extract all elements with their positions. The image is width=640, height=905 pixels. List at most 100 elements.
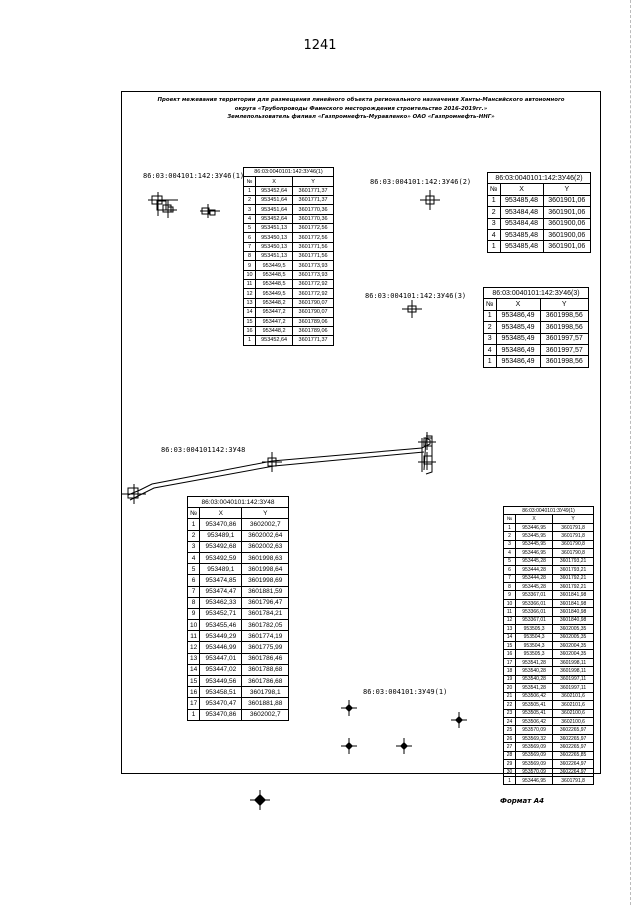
point-number: 6 (186, 574, 201, 587)
coord-y: 3601841,98 (552, 590, 594, 600)
coord-x: 953446,95 (514, 775, 554, 786)
coord-y: 3602101,6 (552, 691, 594, 702)
coord-y: 3601792,21 (552, 581, 594, 592)
coord-y: 3601793,21 (552, 565, 594, 575)
table-title: 86:03:0040101:ЗУ49(1) (503, 505, 594, 516)
point-number: 3 (243, 204, 256, 215)
header-line-1: Проект межевания территории для размещен… (157, 97, 565, 103)
point-number: 15 (503, 640, 516, 651)
point-number: 5 (186, 563, 201, 576)
coord-x: 953485,48 (499, 228, 544, 242)
fold-line (630, 0, 632, 905)
column-header: № (487, 183, 501, 196)
coord-y: 3601998,56 (539, 355, 589, 368)
coord-x: 953452,64 (254, 185, 294, 197)
point-number: 8 (503, 581, 516, 592)
coord-y: 3601772,92 (292, 279, 334, 290)
coord-y: 3601770,36 (292, 204, 334, 215)
point-number: 9 (243, 260, 256, 271)
point-number: 24 (503, 716, 516, 727)
coord-y: 3601790,07 (292, 307, 334, 318)
coord-x: 953448,5 (254, 269, 294, 281)
coord-y: 3601772,56 (292, 223, 334, 234)
point-number: 10 (186, 619, 201, 632)
coord-y: 3601901,06 (542, 206, 592, 219)
coord-y: 3601901,06 (542, 194, 592, 208)
coord-x: 953366,01 (514, 607, 554, 617)
point-number: 5 (243, 223, 256, 234)
coord-y: 3601998,69 (241, 574, 289, 587)
point-number: 23 (503, 708, 516, 718)
point-number: 15 (186, 674, 201, 688)
coord-x: 953446,95 (514, 522, 554, 533)
point-number: 1 (487, 240, 501, 253)
coord-y: 3601840,98 (552, 615, 594, 626)
coord-y: 3601900,06 (542, 217, 592, 230)
coord-y: 3601790,8 (552, 548, 594, 558)
coord-y: 3601997,11 (552, 683, 594, 693)
coord-x: 953446,95 (514, 548, 554, 558)
point-number: 17 (503, 657, 516, 668)
coord-x: 953449,5 (254, 260, 294, 271)
coord-y: 3601771,37 (292, 335, 334, 346)
coord-x: 953444,28 (514, 573, 554, 583)
coord-y: 3602002,63 (241, 540, 289, 553)
coord-x: 953449,5 (254, 288, 294, 299)
coord-y: 3602005,35 (552, 632, 594, 643)
coord-x: 953445,95 (514, 531, 554, 541)
column-header: X (254, 176, 294, 187)
point-number: 27 (503, 742, 516, 752)
parcel-48-line (122, 432, 436, 504)
coord-x: 953569,09 (514, 742, 554, 752)
coord-y: 3601881,59 (241, 585, 289, 598)
coord-y: 3602004,35 (552, 640, 594, 651)
point-number: 1 (503, 775, 516, 786)
point-number: 26 (503, 733, 516, 744)
parcel-46-3 (402, 300, 422, 318)
coord-y: 3601784,21 (241, 607, 289, 621)
point-number: 9 (503, 590, 516, 600)
coord-x: 953506,42 (514, 691, 554, 702)
point-number: 4 (487, 228, 501, 242)
point-number: 25 (503, 725, 516, 735)
coord-y: 3601998,56 (539, 309, 589, 323)
coord-x: 953451,64 (254, 195, 294, 206)
coord-x: 953569,09 (514, 759, 554, 769)
coord-x: 953474,47 (199, 585, 243, 598)
parcel-49-1-points (250, 700, 467, 810)
coord-y: 3601791,8 (552, 522, 594, 533)
parcel-46-2 (420, 190, 440, 210)
coord-x: 953484,48 (499, 217, 544, 230)
point-number: 5 (503, 556, 516, 567)
